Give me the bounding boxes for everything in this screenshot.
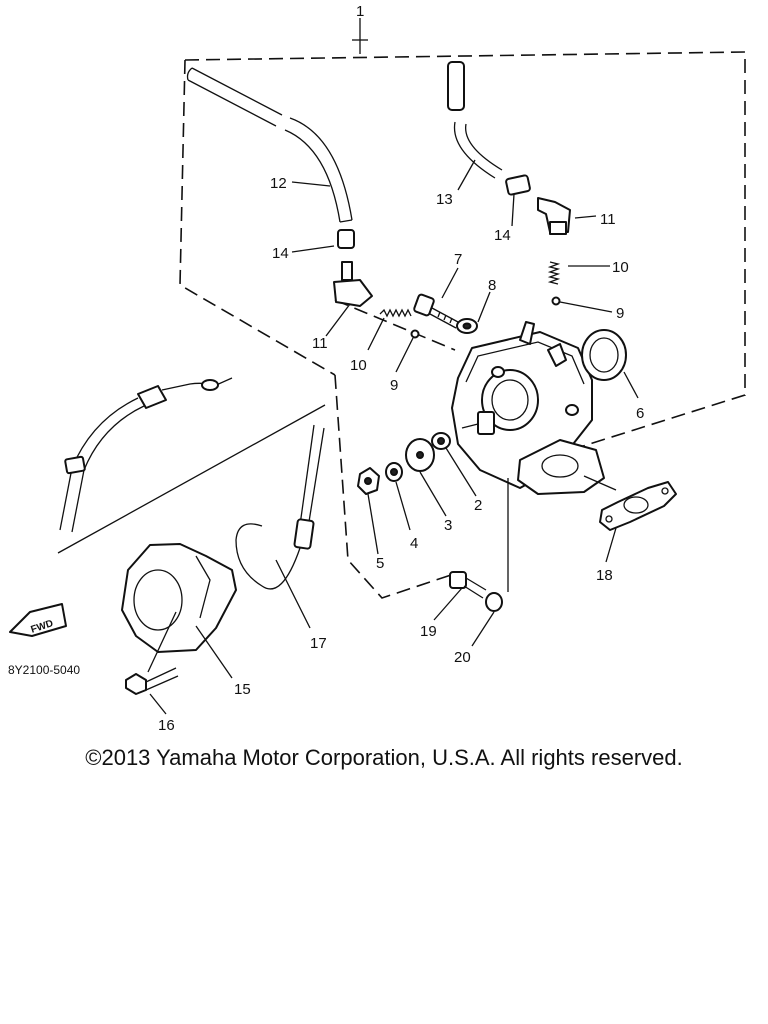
part-4-washer (385, 462, 403, 482)
part-14-clamp-left (337, 229, 355, 249)
part-5-nut (357, 467, 380, 495)
part-2-washer (431, 432, 451, 450)
callout-6: 6 (636, 405, 644, 422)
part-9-ball-right (551, 296, 561, 306)
fwd-arrow-icon (9, 603, 67, 637)
drawing-code: 8Y2100-5040 (8, 663, 80, 677)
callout-11-left: 11 (312, 335, 328, 352)
callout-2: 2 (474, 497, 482, 514)
callout-10-right: 10 (612, 259, 629, 276)
part-13-hose (447, 61, 503, 179)
part-18-gasket (599, 481, 677, 531)
part-11-fitting-right (537, 197, 571, 235)
callout-7: 7 (454, 251, 462, 268)
part-11-fitting-left (333, 261, 373, 307)
part-6-oil-seal (581, 329, 627, 381)
control-cable (59, 377, 233, 533)
part-3-plate (405, 438, 435, 472)
copyright-notice: ©2013 Yamaha Motor Corporation, U.S.A. A… (85, 745, 683, 770)
callout-16: 16 (158, 717, 175, 734)
callout-19: 19 (420, 623, 437, 640)
part-17-delivery-pipe (235, 424, 325, 590)
part-8-washer (456, 318, 478, 334)
part-9-ball-left (410, 329, 420, 339)
assembly-group-outline (179, 18, 746, 599)
part-16-bolt (125, 667, 179, 695)
part-12-hose (186, 67, 353, 223)
leader-dashed-section (57, 404, 326, 554)
callout-4: 4 (410, 535, 418, 552)
callout-9-left: 9 (390, 377, 398, 394)
callout-5: 5 (376, 555, 384, 572)
leader-lines (147, 159, 639, 715)
part-10-spring-right (547, 261, 561, 285)
callout-12: 12 (270, 175, 287, 192)
callout-11-right: 11 (600, 211, 616, 228)
callout-1: 1 (356, 3, 364, 20)
callout-20: 20 (454, 649, 471, 666)
part-14-clamp-right (505, 174, 531, 196)
part-19-bolt (449, 571, 487, 599)
callout-18: 18 (596, 567, 613, 584)
part-7-bolt (413, 293, 459, 329)
pump-body (451, 321, 605, 495)
part-10-spring-left (379, 308, 412, 318)
callout-14-left: 14 (272, 245, 289, 262)
exploded-parts-diagram: 1 (8, 3, 746, 734)
callout-15: 15 (234, 681, 251, 698)
callout-14-right: 14 (494, 227, 511, 244)
callout-17: 17 (310, 635, 327, 652)
callout-9-right: 9 (616, 305, 624, 322)
callout-8: 8 (488, 277, 496, 294)
part-20-washer (485, 592, 503, 612)
callout-3: 3 (444, 517, 452, 534)
callout-13: 13 (436, 191, 453, 208)
callout-10-left: 10 (350, 357, 367, 374)
part-15-cover (121, 543, 237, 653)
